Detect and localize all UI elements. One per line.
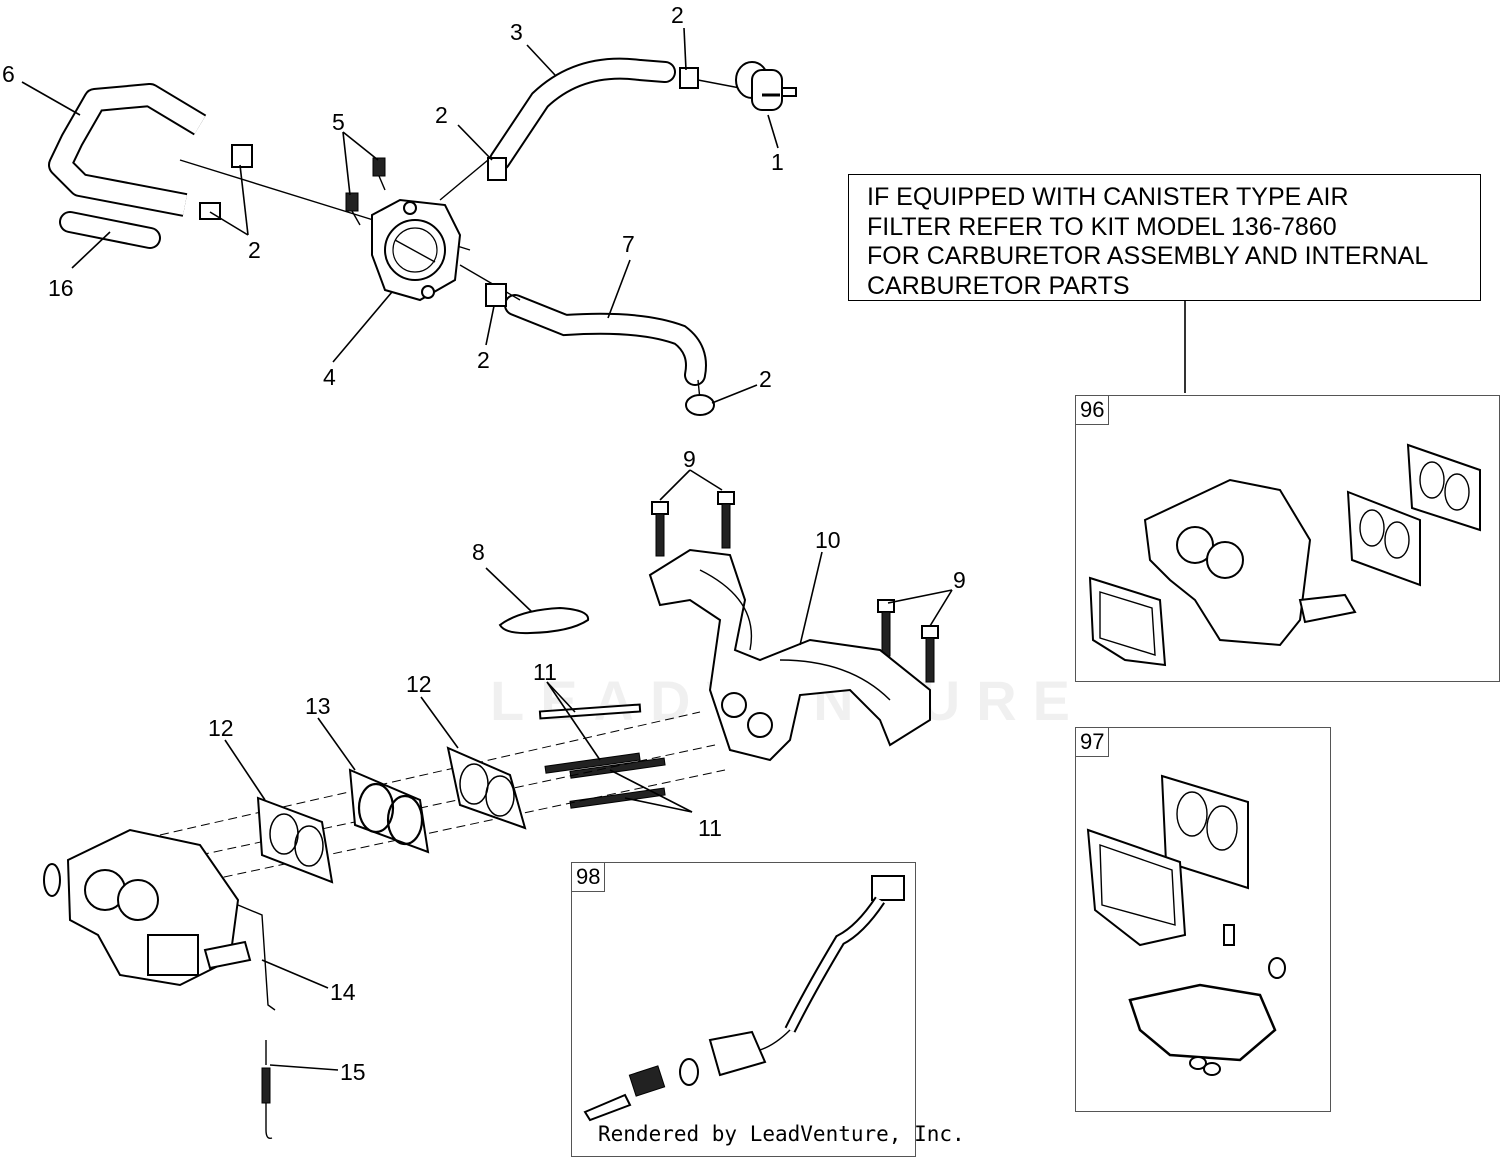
manifold-bolt xyxy=(877,599,895,657)
callout-3: 3 xyxy=(510,19,523,45)
callout-13: 13 xyxy=(305,693,331,719)
carburetor-gasket xyxy=(256,796,334,884)
manifold-gasket xyxy=(498,606,590,635)
pump-screw xyxy=(345,192,361,226)
callout-labels: 1 2 2 2 2 2 3 4 5 6 7 8 9 9 10 11 11 12 … xyxy=(2,2,966,1085)
note-line: FOR CARBURETOR ASSEMBLY AND INTERNAL xyxy=(867,242,1429,270)
kit-97-box[interactable]: 97 xyxy=(1075,727,1331,1112)
hose-clamp xyxy=(231,144,253,168)
callout-9: 9 xyxy=(953,567,966,593)
carburetor-note-box: IF EQUIPPED WITH CANISTER TYPE AIR FILTE… xyxy=(848,174,1481,301)
callout-14: 14 xyxy=(330,979,356,1005)
fuel-filter xyxy=(735,61,797,111)
carburetor xyxy=(43,828,252,987)
callout-11: 11 xyxy=(698,815,722,841)
callout-1: 1 xyxy=(771,149,784,175)
callout-7: 7 xyxy=(622,231,635,257)
hose-clamp xyxy=(485,283,507,307)
fuel-hose-16 xyxy=(59,211,161,249)
leader-lines xyxy=(21,27,1186,1071)
kit-97-contents xyxy=(1086,774,1286,1076)
hose-clamp xyxy=(679,67,699,89)
callout-6: 6 xyxy=(2,61,15,87)
hose-clamp xyxy=(685,394,715,416)
callout-9: 9 xyxy=(683,446,696,472)
carburetor-gasket xyxy=(446,746,527,830)
callout-11: 11 xyxy=(533,659,557,685)
callout-4: 4 xyxy=(323,364,336,390)
manifold-bolt xyxy=(921,625,939,683)
note-line: CARBURETOR PARTS xyxy=(867,271,1130,300)
intake-manifold xyxy=(648,548,931,762)
kit-97-label: 97 xyxy=(1076,728,1110,757)
fuel-hose-7 xyxy=(504,294,707,386)
note-line: FILTER REFER TO KIT MODEL 136-7860 xyxy=(867,212,1337,241)
manifold-bolt xyxy=(651,501,669,557)
kit-98-label: 98 xyxy=(572,863,606,892)
callout-2: 2 xyxy=(759,366,772,392)
kit-96-contents xyxy=(1088,443,1481,667)
callout-16: 16 xyxy=(48,275,74,301)
kit-98-box[interactable]: 98 xyxy=(571,862,916,1157)
callout-2: 2 xyxy=(477,347,490,373)
manifold-bolt xyxy=(717,491,735,549)
fuel-pump xyxy=(371,198,462,302)
callout-8: 8 xyxy=(472,539,485,565)
hose-clamp xyxy=(487,157,507,181)
callout-5: 5 xyxy=(332,109,345,135)
governor-spring xyxy=(261,1040,273,1140)
manifold-stud xyxy=(538,703,666,809)
callout-10: 10 xyxy=(815,527,841,553)
kit-96-box[interactable]: 96 xyxy=(1075,395,1500,682)
render-credit: Rendered by LeadVenture, Inc. xyxy=(598,1122,965,1146)
kit-96-label: 96 xyxy=(1076,396,1110,425)
callout-2: 2 xyxy=(671,2,684,28)
kit-98-contents xyxy=(583,875,905,1122)
callout-2: 2 xyxy=(435,102,448,128)
throttle-linkage xyxy=(237,904,276,1011)
note-line: IF EQUIPPED WITH CANISTER TYPE AIR xyxy=(867,183,1349,211)
fuel-hose-3 xyxy=(489,57,676,171)
pump-screw xyxy=(372,157,386,191)
fuel-hose-6 xyxy=(48,83,207,217)
carburetor-spacer xyxy=(348,768,430,854)
callout-15: 15 xyxy=(340,1059,366,1085)
callout-12: 12 xyxy=(406,671,432,697)
callout-2: 2 xyxy=(248,237,261,263)
callout-12: 12 xyxy=(208,715,234,741)
